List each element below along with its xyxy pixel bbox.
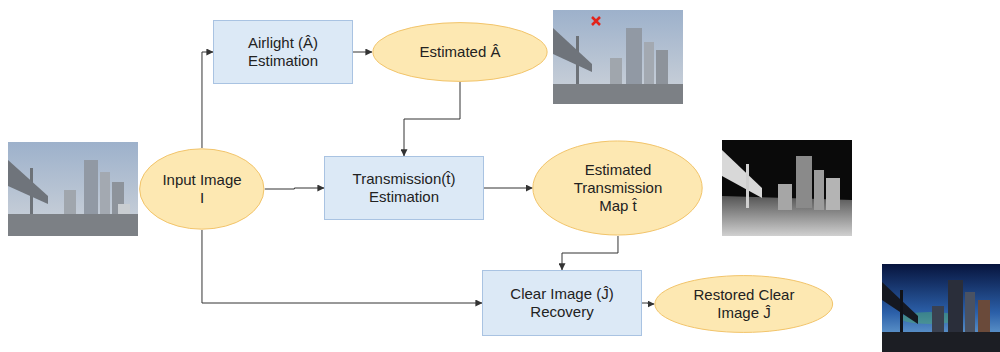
input-photo (8, 142, 138, 236)
ellipse-shape (655, 276, 833, 333)
ellipse-shape (533, 141, 702, 235)
data-ellipse: Estimated Â (372, 22, 548, 82)
arrow-connector (642, 303, 654, 304)
node-label: Estimated Â (420, 43, 501, 61)
airlight-photo (553, 10, 683, 104)
ellipse-shape (140, 149, 264, 229)
arrow-connector (484, 188, 532, 189)
node-label: Clear Image (Ĵ) Recovery (492, 285, 632, 321)
arrow-connector (562, 236, 618, 270)
arrow-connector (353, 52, 372, 53)
process-box: Transmission(t̂) Estimation (324, 156, 484, 220)
arrow-connector (404, 82, 460, 156)
node-label: Estimated Transmission Map t̂ (562, 161, 674, 215)
data-ellipse: Restored Clear Image Ĵ (654, 275, 834, 333)
arrow-connector (265, 188, 324, 189)
ellipse-shape (373, 23, 547, 82)
process-box: Clear Image (Ĵ) Recovery (482, 270, 642, 336)
process-box: Airlight (Â) Estimation (213, 20, 353, 84)
node-label: Restored Clear Image Ĵ (685, 286, 803, 322)
node-label: Input Image I (162, 171, 242, 207)
node-label: Transmission(t̂) Estimation (334, 170, 474, 206)
data-ellipse: Input Image I (139, 148, 265, 230)
restored-photo (882, 264, 1000, 352)
arrow-connector (202, 52, 213, 148)
data-ellipse: Estimated Transmission Map t̂ (532, 140, 703, 236)
arrow-connector (202, 230, 482, 303)
transmission-map-photo (722, 140, 852, 236)
node-label: Airlight (Â) Estimation (223, 34, 343, 70)
